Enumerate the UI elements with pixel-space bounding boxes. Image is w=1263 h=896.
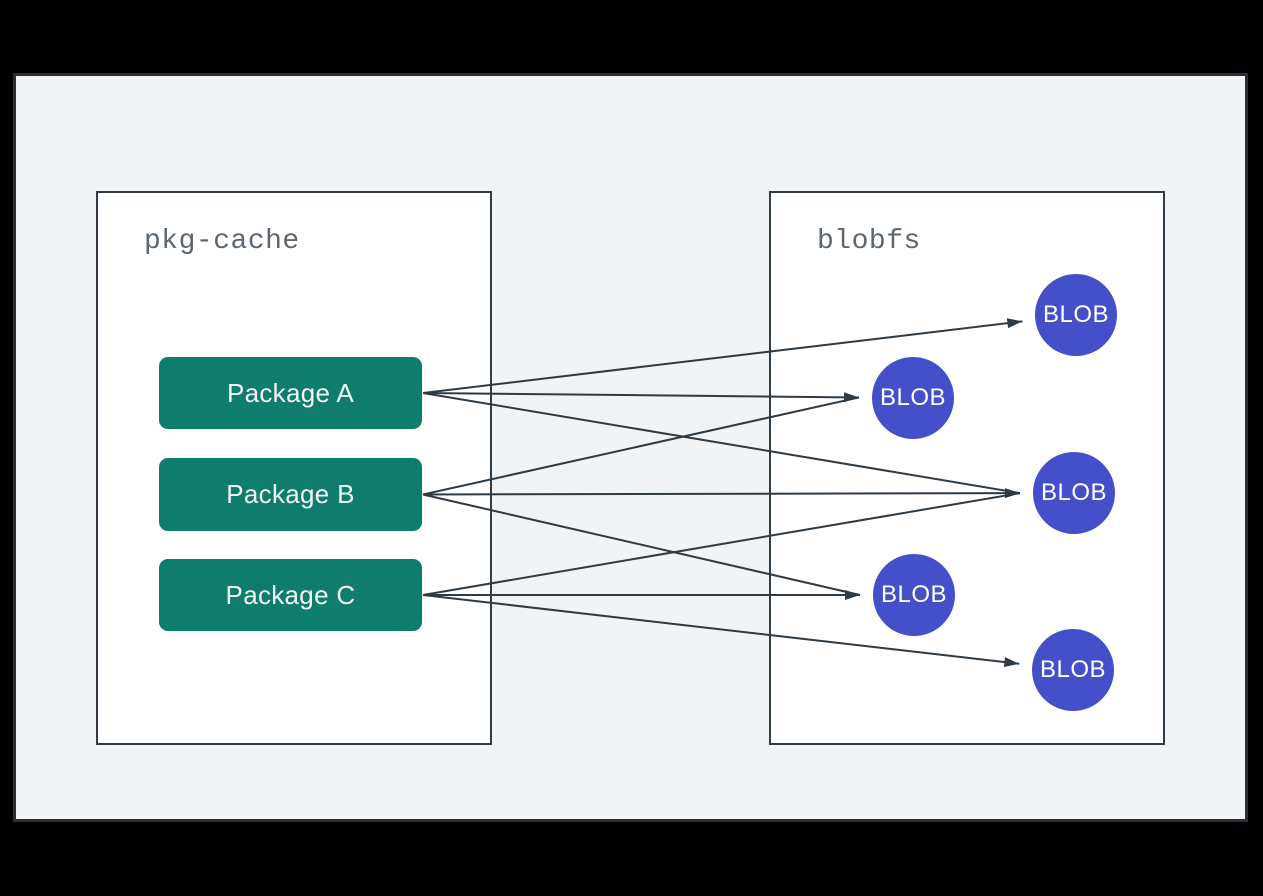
blob-node-b3: BLOB (1033, 452, 1115, 534)
blob-node-b5: BLOB (1032, 629, 1114, 711)
blobfs-title: blobfs (817, 226, 921, 257)
package-node-c: Package C (159, 559, 422, 631)
blob-node-b4: BLOB (873, 554, 955, 636)
blob-node-b2: BLOB (872, 357, 954, 439)
blob-node-b1: BLOB (1035, 274, 1117, 356)
package-node-b: Package B (159, 458, 422, 531)
package-node-a: Package A (159, 357, 422, 429)
pkg-cache-title: pkg-cache (144, 226, 300, 257)
